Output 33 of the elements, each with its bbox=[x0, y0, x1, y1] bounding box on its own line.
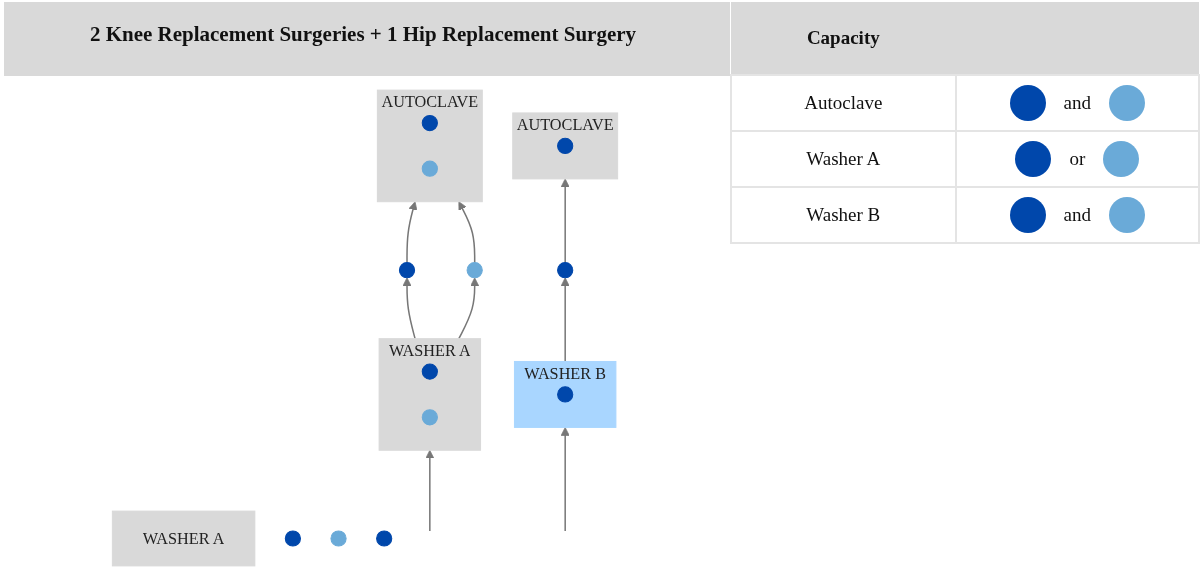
node-circle bbox=[376, 530, 393, 547]
node-circle bbox=[421, 409, 438, 426]
arrow bbox=[458, 277, 480, 340]
node-circle bbox=[398, 262, 416, 279]
node-circle bbox=[466, 262, 483, 279]
cluster: AUTOCLAVE bbox=[512, 112, 619, 180]
cluster: AUTOCLAVE bbox=[376, 89, 483, 203]
conjunction-text: or bbox=[1069, 148, 1086, 170]
arrow bbox=[406, 201, 418, 264]
conjunction-text: and bbox=[1063, 92, 1092, 114]
title: 2 Knee Replacement Surgeries + 1 Hip Replacement Surgery bbox=[88, 22, 638, 47]
cluster: WASHER B bbox=[513, 360, 617, 428]
row-label: Autoclave bbox=[804, 92, 883, 113]
node-circle bbox=[421, 363, 438, 380]
node-circle bbox=[557, 386, 574, 403]
arrow bbox=[458, 201, 476, 264]
arrow bbox=[560, 427, 570, 532]
node-circle bbox=[421, 114, 438, 132]
arrow bbox=[560, 178, 570, 264]
arrow bbox=[402, 277, 416, 340]
conjunction-text: and bbox=[1063, 204, 1092, 226]
node-box: WASHER A bbox=[111, 510, 256, 567]
column-header: Capacity bbox=[806, 27, 880, 48]
node-circle bbox=[557, 262, 574, 279]
arrow bbox=[560, 277, 570, 363]
row-label: Washer B bbox=[806, 204, 881, 225]
cluster: WASHER A bbox=[378, 338, 482, 451]
node-circle bbox=[330, 530, 347, 547]
arrow bbox=[425, 449, 435, 532]
node-circle bbox=[284, 530, 301, 547]
node-circle bbox=[557, 137, 574, 155]
node-circle bbox=[421, 160, 438, 177]
row-label: Washer A bbox=[806, 148, 881, 169]
